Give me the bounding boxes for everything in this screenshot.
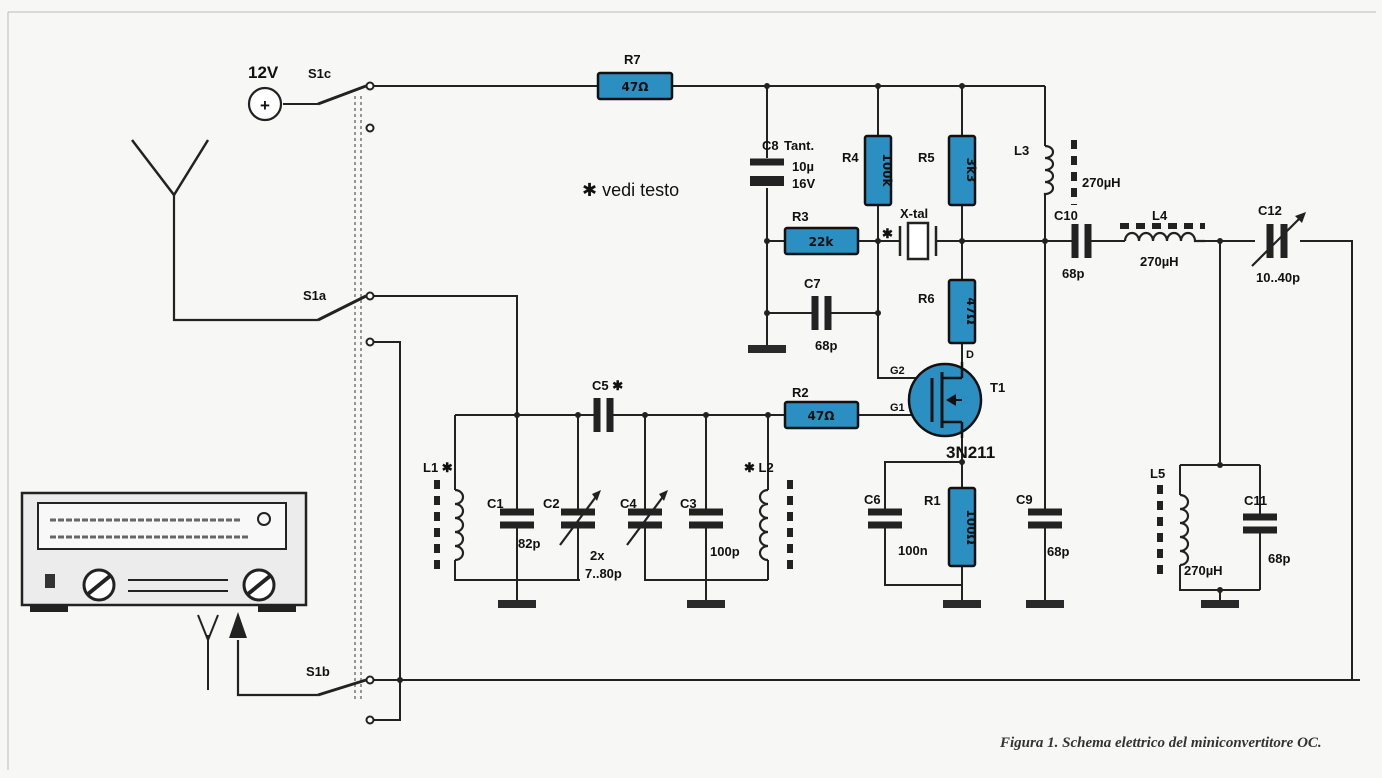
capacitor-c2: C2 2x 7..80p bbox=[543, 490, 622, 581]
inductor-l3: L3 270µH bbox=[1014, 140, 1121, 205]
inductor-l1-label: L1 ✱ bbox=[423, 460, 453, 475]
capacitor-c8-value: 10µ bbox=[792, 159, 814, 174]
capacitor-c10-label: C10 bbox=[1054, 208, 1078, 223]
resistor-r1: 100Ω R1 bbox=[924, 486, 978, 568]
resistor-r5-label: R5 bbox=[918, 150, 935, 165]
inductor-l2: ✱ L2 bbox=[744, 460, 793, 570]
inductor-l3-value: 270µH bbox=[1082, 175, 1121, 190]
resistor-r1-value: 100Ω bbox=[964, 509, 978, 544]
resistor-r2-value: 47Ω bbox=[808, 409, 835, 423]
switch-s1a-label: S1a bbox=[303, 288, 327, 303]
transistor-d-label: D bbox=[966, 349, 974, 361]
inductor-l5-label: L5 bbox=[1150, 466, 1165, 481]
capacitor-c10: C10 68p bbox=[1054, 208, 1092, 281]
crystal-mark: ✱ bbox=[882, 226, 893, 241]
capacitor-c1: C1 82p bbox=[487, 496, 540, 551]
capacitor-c1-label: C1 bbox=[487, 496, 504, 511]
capacitor-c2-value: 2x bbox=[590, 548, 605, 563]
wires bbox=[172, 85, 1360, 721]
inductor-l4: L4 270µH bbox=[1120, 208, 1205, 269]
capacitor-c1-value: 82p bbox=[518, 536, 540, 551]
capacitor-c12-value: 10..40p bbox=[1256, 270, 1300, 285]
capacitor-c8-type: Tant. bbox=[784, 138, 814, 153]
arrow-up-icon bbox=[229, 612, 247, 638]
capacitor-c9-value: 68p bbox=[1047, 544, 1069, 559]
capacitor-c7-label: C7 bbox=[804, 276, 821, 291]
capacitor-c12-label: C12 bbox=[1258, 203, 1282, 218]
switch-s1c-label: S1c bbox=[308, 66, 331, 81]
capacitor-c8-voltage: 16V bbox=[792, 176, 815, 191]
transistor-g2-label: G2 bbox=[890, 365, 905, 377]
antenna-receiver-icon bbox=[197, 614, 219, 690]
capacitor-c9: C9 68p bbox=[1016, 492, 1069, 559]
capacitor-c3-value: 100p bbox=[710, 544, 740, 559]
switch-s1b-label: S1b bbox=[306, 664, 330, 679]
inductor-l4-label: L4 bbox=[1152, 208, 1168, 223]
capacitor-c11: C11 68p bbox=[1243, 493, 1290, 566]
crystal-label: X-tal bbox=[900, 206, 928, 221]
capacitor-c11-label: C11 bbox=[1244, 493, 1267, 508]
resistor-r7-label: R7 bbox=[624, 52, 641, 67]
plus-symbol: + bbox=[260, 96, 270, 115]
figure-caption: Figura 1. Schema elettrico del miniconve… bbox=[999, 735, 1322, 751]
resistor-r7-value: 47Ω bbox=[622, 80, 649, 94]
crystal-xtal: X-tal ✱ bbox=[882, 206, 938, 261]
junction-dots bbox=[397, 83, 1223, 683]
capacitor-c6-label: C6 bbox=[864, 492, 881, 507]
mosfet-t1: T1 3N211 G1 G2 D bbox=[890, 349, 1005, 462]
capacitor-c5: C5 ✱ bbox=[592, 378, 623, 432]
resistor-r6: 47Ω R6 bbox=[918, 278, 978, 345]
power-terminal: + 12V bbox=[247, 63, 283, 122]
resistor-r6-value: 47Ω bbox=[964, 298, 978, 325]
resistor-r2-label: R2 bbox=[792, 385, 809, 400]
capacitor-c9-label: C9 bbox=[1016, 492, 1033, 507]
inductor-l5: L5 270µH bbox=[1150, 466, 1223, 578]
resistor-r5-value: 3k3 bbox=[964, 158, 978, 183]
capacitor-c8: C8 Tant. 10µ 16V bbox=[750, 138, 815, 191]
capacitor-c7-value: 68p bbox=[815, 338, 837, 353]
capacitor-c3-label: C3 bbox=[680, 496, 697, 511]
inductor-l4-value: 270µH bbox=[1140, 254, 1179, 269]
capacitor-c2-range: 7..80p bbox=[585, 566, 622, 581]
ground-symbols bbox=[498, 345, 1239, 608]
capacitor-c8-label: C8 bbox=[762, 138, 779, 153]
capacitor-c4: C4 bbox=[620, 490, 668, 546]
switch-s1: S1c S1a S1b bbox=[303, 66, 375, 725]
capacitor-c3: C3 100p bbox=[680, 496, 740, 559]
capacitor-c4-label: C4 bbox=[620, 496, 637, 511]
capacitor-c6-value: 100n bbox=[898, 543, 928, 558]
resistor-r4-label: R4 bbox=[842, 150, 859, 165]
resistor-r4: 100k R4 bbox=[842, 134, 894, 207]
capacitor-c12: C12 10..40p bbox=[1251, 203, 1306, 285]
resistor-r2: 47Ω R2 bbox=[783, 385, 860, 430]
inductor-l1: L1 ✱ bbox=[423, 460, 465, 570]
resistor-r3: 22k R3 bbox=[783, 209, 860, 256]
note-text: ✱ vedi testo bbox=[582, 180, 679, 200]
capacitor-c11-value: 68p bbox=[1268, 551, 1290, 566]
resistor-r7: 47Ω R7 bbox=[596, 52, 674, 101]
supply-voltage-label: 12V bbox=[248, 63, 279, 82]
resistor-r1-label: R1 bbox=[924, 493, 941, 508]
capacitor-c10-value: 68p bbox=[1062, 266, 1084, 281]
inductor-l5-value: 270µH bbox=[1184, 563, 1223, 578]
resistor-r4-value: 100k bbox=[880, 153, 894, 187]
resistor-r5: 3k3 R5 bbox=[918, 134, 978, 207]
antenna-main-icon bbox=[131, 139, 210, 196]
transistor-label: T1 bbox=[990, 380, 1005, 395]
capacitor-c5-label: C5 ✱ bbox=[592, 378, 623, 393]
resistor-r3-value: 22k bbox=[809, 235, 835, 249]
inductor-l2-label: ✱ L2 bbox=[744, 460, 774, 475]
receiver-radio-icon bbox=[20, 491, 308, 612]
transistor-part: 3N211 bbox=[946, 443, 995, 462]
transistor-g1-label: G1 bbox=[890, 402, 905, 414]
resistor-r6-label: R6 bbox=[918, 291, 935, 306]
capacitor-c2-label: C2 bbox=[543, 496, 560, 511]
capacitor-c7: C7 68p bbox=[804, 276, 837, 353]
capacitor-c6: C6 100n bbox=[864, 492, 928, 558]
inductor-l3-label: L3 bbox=[1014, 143, 1029, 158]
resistor-r3-label: R3 bbox=[792, 209, 809, 224]
